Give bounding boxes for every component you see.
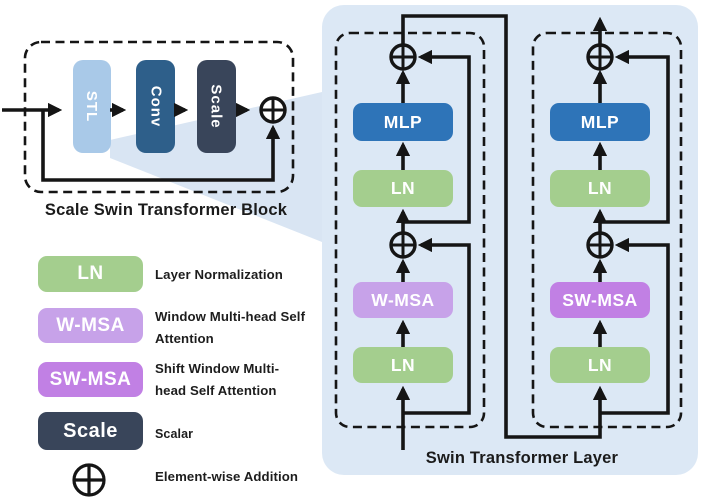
conv-block: Conv [136,60,175,153]
legend-ln-chip: LN [38,256,143,292]
legend-scale-label: Scale [63,419,118,442]
ln-bottom-block-left: LN [353,347,453,383]
legend-ln-label: LN [77,263,104,284]
legend-swmsa-description: Shift Window Multi- head Self Attention [155,358,279,401]
wmsa-block: W-MSA [353,282,453,318]
legend-scale-chip: Scale [38,412,143,450]
legend-swmsa-description-line1: Shift Window Multi- [155,361,280,376]
ln-label: LN [587,178,613,198]
ln-label: LN [390,178,416,198]
legend-scale-description: Scalar [155,427,194,441]
ln-top-block-right: LN [550,170,650,207]
legend-swmsa-description-line2: head Self Attention [155,382,277,398]
ln-label: LN [390,354,416,375]
scale-block-label: Scale [208,84,226,129]
mlp-label: MLP [383,111,423,132]
legend-ln-description: Layer Normalization [155,267,283,282]
legend-wmsa-label: W-MSA [56,314,125,336]
swmsa-block: SW-MSA [550,282,650,318]
ln-top-block-left: LN [353,170,453,207]
scale-block-title: Scale Swin Transformer Block [44,201,288,219]
legend-wmsa-description-line1: Window Multi-head Self [155,309,306,324]
mlp-block-left: MLP [353,103,453,141]
conv-block-label: Conv [147,85,164,128]
ln-bottom-block-right: LN [550,347,650,383]
legend-wmsa-description-line2: Attention [155,330,214,346]
stl-block-label: STL [83,90,101,123]
legend-wmsa-chip: W-MSA [38,308,143,343]
stl-block: STL [73,60,111,153]
swmsa-label: SW-MSA [562,289,638,310]
legend-wmsa-description: Window Multi-head Self Attention [155,306,305,349]
element-wise-addition-icon [72,463,106,497]
swin-transformer-layer-panel [322,5,698,475]
swin-layer-title: Swin Transformer Layer [425,449,619,467]
mlp-label: MLP [580,111,620,132]
legend-swmsa-chip: SW-MSA [38,362,143,397]
scale-block: Scale [197,60,236,153]
ln-label: LN [587,354,613,375]
legend-swmsa-label: SW-MSA [49,368,132,390]
mlp-block-right: MLP [550,103,650,141]
legend-addition-description: Element-wise Addition [155,469,299,484]
wmsa-label: W-MSA [371,289,435,310]
